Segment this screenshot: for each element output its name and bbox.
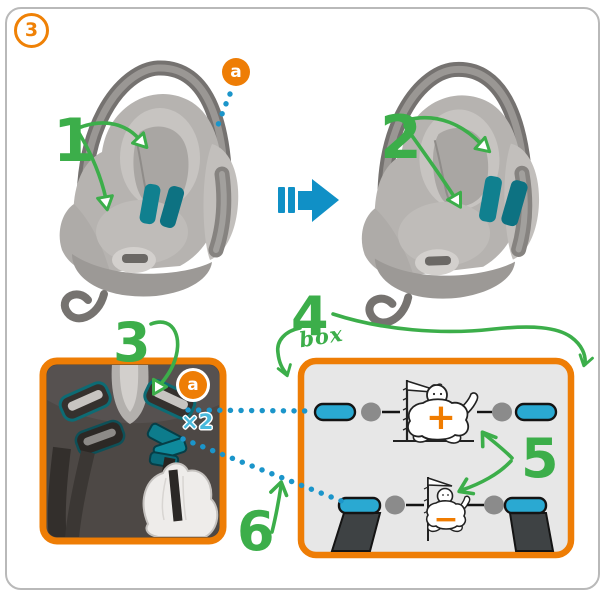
callout-1-arrows: [77, 121, 155, 213]
harness-slot-upper-left: [58, 381, 112, 422]
strap-multiplier-label: ×2: [181, 410, 214, 434]
leader-lower-slot: [180, 436, 347, 505]
harness-pads-low: [139, 183, 185, 228]
step-number-badge: 3: [14, 13, 49, 48]
lower-slot-indicator-right: [503, 496, 555, 552]
anchor-a-badge: a: [222, 58, 250, 86]
photo-frame: [39, 357, 227, 545]
larger-baby-figure: +: [393, 379, 479, 444]
callout-5-label: 5: [521, 427, 559, 490]
callout-2-label: 2: [380, 103, 422, 173]
seat-before-figure: [60, 68, 239, 318]
height-guide-panel: + −: [297, 357, 575, 559]
smaller-baby-minus-label: −: [433, 502, 458, 537]
upper-slot-indicator-right: [514, 402, 558, 422]
anchor-a-badge-photo: a: [176, 368, 210, 402]
callout-3-arrow: [145, 320, 180, 400]
lower-slot-indicator-left: [330, 496, 382, 552]
upper-slot-indicator-left: [313, 402, 357, 422]
smaller-baby-figure: −: [423, 476, 471, 541]
callout-1-label: 1: [53, 106, 95, 176]
callout-3-label: 3: [113, 311, 151, 374]
leader-upper-slot: [185, 407, 314, 414]
dotted-leader-lines: [180, 91, 347, 505]
seat-strap: [47, 446, 71, 537]
callout-5-arrows: [453, 425, 514, 501]
harness-pads-high: [479, 175, 528, 227]
strap-stop-knob: [492, 402, 512, 422]
strap-stop-knob: [385, 495, 405, 515]
callout-4-arrows: [275, 312, 594, 380]
harness-slot-lower-left: [74, 419, 126, 457]
callout-2-arrows: [403, 115, 497, 213]
callout-6-label: 6: [237, 500, 275, 563]
leader-anchor-a: [213, 91, 233, 134]
anchor-a-badge-photo-label: a: [179, 371, 207, 399]
callout-arrows: [77, 115, 594, 534]
callout-6-arrow: [269, 478, 291, 534]
strap-stop-knob: [361, 402, 381, 422]
seat-after-figure: [356, 67, 543, 323]
transition-arrow-icon: [278, 179, 339, 222]
strap-stop-knob: [484, 495, 504, 515]
callout-4-label: 4: [291, 285, 329, 348]
bigger-baby-plus-label: +: [426, 397, 456, 438]
rear-view-photo: [39, 357, 227, 545]
page-border: [5, 7, 600, 590]
